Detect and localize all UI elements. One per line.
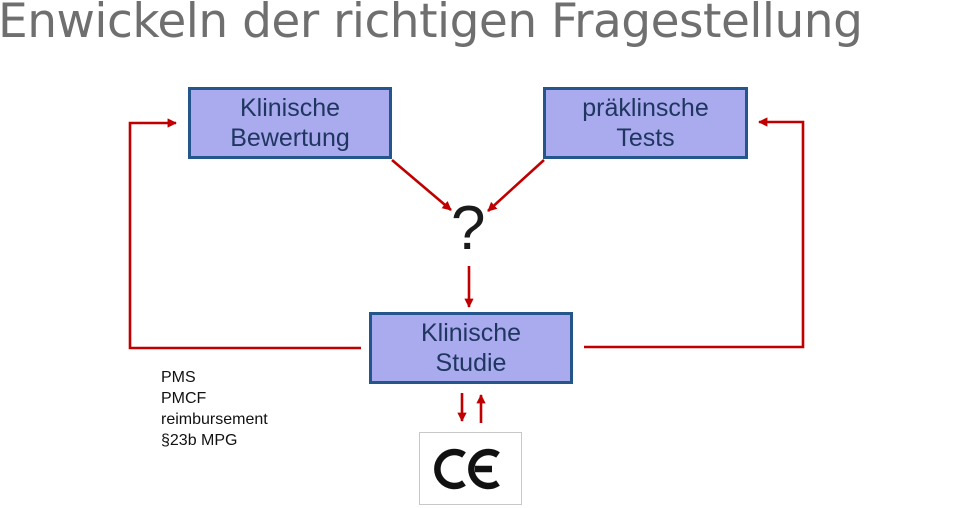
note-item-reimbursement: reimbursement <box>161 411 268 428</box>
praeklinische-tests-box: präklinsche Tests <box>543 87 748 159</box>
slide-title: Enwickeln der richtigen Fragestellung <box>0 0 863 49</box>
ce-mark-frame <box>419 432 522 505</box>
arrow-studie-loop-to-tests <box>584 117 805 349</box>
arrow-tests-to-question <box>487 159 545 212</box>
arrow-studie-loop-to-bewertung <box>128 118 361 350</box>
klinische-bewertung-box: Klinische Bewertung <box>188 87 392 159</box>
klinische-studie-box: Klinische Studie <box>369 312 573 384</box>
note-item-pms: PMS <box>161 369 196 386</box>
question-mark: ? <box>451 194 486 263</box>
note-item-23b-mpg: §23b MPG <box>161 432 238 449</box>
note-item-pmcf: PMCF <box>161 390 207 407</box>
arrow-bewertung-to-question <box>391 159 452 211</box>
ce-mark-icon <box>434 448 500 490</box>
post-market-notes: PMS PMCF reimbursement §23b MPG <box>161 367 268 451</box>
